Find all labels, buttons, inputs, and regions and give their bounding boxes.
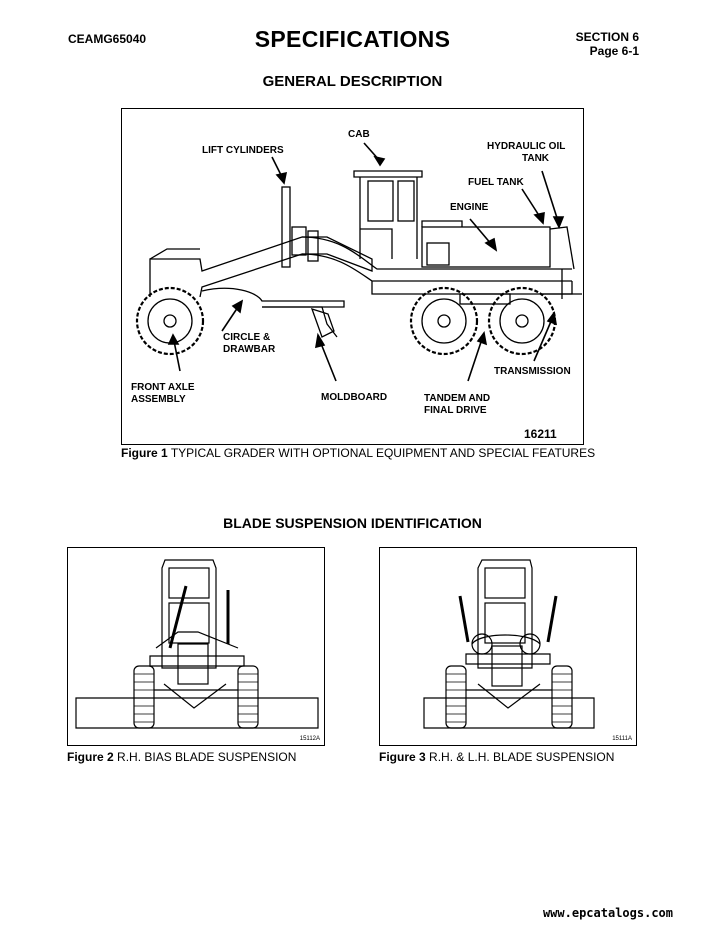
label-front-axle: FRONT AXLE [131,382,195,393]
label-final-drive: FINAL DRIVE [424,405,487,416]
figure-3-frame: 15111A [379,547,637,746]
label-hydraulic-tank: TANK [522,153,550,164]
page-number: Page 6-1 [589,44,639,58]
figure-3-caption-text: R.H. & L.H. BLADE SUSPENSION [429,750,615,764]
figure-2-caption: Figure 2 R.H. BIAS BLADE SUSPENSION [67,750,296,764]
label-transmission: TRANSMISSION [494,366,571,377]
rh-lh-blade-suspension-illustration [423,559,595,729]
label-assembly: ASSEMBLY [131,394,186,405]
label-fuel-tank: FUEL TANK [468,177,524,188]
figure-3-caption-prefix: Figure 3 [379,750,426,764]
figure-1-caption-prefix: Figure 1 [121,446,168,460]
label-lift-cylinders: LIFT CYLINDERS [202,145,284,156]
document-code: CEAMG65040 [68,32,147,46]
grader-illustration [135,142,582,382]
figure-2-caption-text: R.H. BIAS BLADE SUSPENSION [117,750,297,764]
blade-suspension-heading: BLADE SUSPENSION IDENTIFICATION [223,515,482,531]
general-description-heading: GENERAL DESCRIPTION [262,73,443,90]
figure-1-frame: CAB LIFT CYLINDERS HYDRAULIC OIL TANK FU… [121,108,584,445]
label-engine: ENGINE [450,202,489,213]
label-tandem: TANDEM AND [424,393,491,404]
label-cab: CAB [348,129,370,140]
figure-1-caption-text: TYPICAL GRADER WITH OPTIONAL EQUIPMENT A… [170,446,596,460]
figure-2-frame: 15112A [67,547,325,746]
label-hydraulic-oil: HYDRAULIC OIL [487,141,566,152]
section-label: SECTION 6 [575,30,639,44]
section-info: SECTION 6 Page 6-1 [576,30,639,58]
figure-3-caption: Figure 3 R.H. & L.H. BLADE SUSPENSION [379,750,614,764]
bias-blade-suspension-illustration [75,559,319,729]
page-title: SPECIFICATIONS [254,26,451,52]
figure-2-caption-prefix: Figure 2 [67,750,114,764]
figure-1-number: 16211 [524,427,557,441]
label-drawbar: DRAWBAR [223,344,276,355]
figure-1-caption: Figure 1 TYPICAL GRADER WITH OPTIONAL EQ… [121,446,595,460]
watermark-url[interactable]: www.epcatalogs.com [542,906,673,920]
label-circle: CIRCLE & [223,332,271,343]
label-moldboard: MOLDBOARD [321,392,388,403]
figure-3-number: 15111A [612,736,632,742]
figure-2-number: 15112A [299,736,320,742]
